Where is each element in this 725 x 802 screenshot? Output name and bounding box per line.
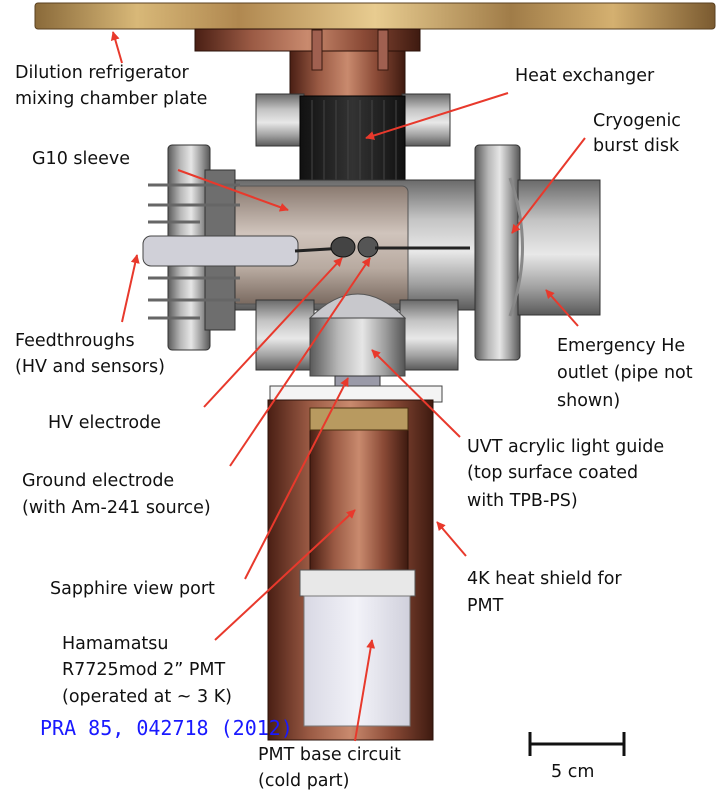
pmt-base-shape	[303, 595, 411, 727]
scale-bar	[528, 732, 626, 756]
label-pmt-line1: Hamamatsu	[62, 634, 169, 654]
label-light-guide-line3: with TPB-PS)	[467, 491, 578, 511]
arrow-mixing-plate	[110, 31, 123, 64]
label-heat-exchanger: Heat exchanger	[515, 66, 655, 86]
arrow-feedthroughs	[121, 254, 140, 323]
feedthrough-pins	[148, 183, 240, 320]
right-flange	[474, 144, 521, 361]
scale-bar-label: 5 cm	[551, 762, 595, 782]
label-heat-shield-line1: 4K heat shield for	[467, 569, 622, 589]
bottom-flange-right	[399, 299, 459, 371]
label-burst-disk-line1: Cryogenic	[593, 111, 681, 131]
arrow-hv-electrode	[203, 257, 343, 408]
pmt-ring	[309, 407, 409, 431]
mixing-chamber-plate	[34, 2, 716, 30]
reference-citation: PRA 85, 042718 (2012)	[40, 716, 293, 740]
arrow-light-guide	[371, 349, 461, 438]
label-emergency-line1: Emergency He	[557, 336, 686, 356]
label-ground-electrode-line1: Ground electrode	[22, 471, 175, 491]
bolt-left	[311, 29, 323, 71]
arrow-heat-exchanger	[365, 92, 509, 140]
label-ground-electrode-line2: (with Am-241 source)	[22, 498, 211, 518]
bottom-flange-left	[255, 299, 315, 371]
label-pmt-base-line2: (cold part)	[258, 771, 350, 791]
bolt-right	[377, 29, 389, 71]
label-light-guide-line1: UVT acrylic light guide	[467, 437, 665, 457]
label-mixing-plate-line1: Dilution refrigerator	[15, 63, 189, 83]
outlet-pipe	[517, 179, 601, 316]
heat-exchanger-fins	[311, 100, 397, 182]
annotation-arrows	[110, 31, 586, 742]
top-flange-left	[255, 93, 305, 147]
label-light-guide-line2: (top surface coated	[467, 463, 639, 483]
label-feedthroughs-line2: (HV and sensors)	[15, 357, 165, 377]
arrow-g10-sleeve	[177, 169, 289, 212]
label-pmt-line2: R7725mod 2” PMT	[62, 660, 226, 680]
label-feedthroughs-line1: Feedthroughs	[15, 331, 135, 351]
hv-feedthrough	[142, 235, 299, 267]
arrow-heat-shield	[436, 521, 467, 557]
arrow-emergency-he	[545, 289, 579, 327]
label-heat-shield-line2: PMT	[467, 596, 504, 616]
arrow-burst-disk	[511, 137, 586, 234]
hv-electrode-shape	[330, 236, 356, 258]
label-hv-electrode: HV electrode	[48, 413, 161, 433]
label-sapphire: Sapphire view port	[50, 579, 215, 599]
arrow-pmt	[214, 509, 356, 641]
arrow-pmt-base	[354, 639, 376, 742]
heat-exchanger-block	[299, 95, 406, 185]
label-pmt-base-line1: PMT base circuit	[258, 745, 401, 765]
pmt-tube	[309, 414, 409, 586]
label-emergency-line2: outlet (pipe not	[557, 363, 693, 383]
burst-disk-shape	[508, 177, 524, 317]
label-pmt-line3: (operated at ~ 3 K)	[62, 687, 233, 707]
label-mixing-plate-line2: mixing chamber plate	[15, 89, 208, 109]
label-burst-disk-line2: burst disk	[593, 136, 680, 156]
arrow-sapphire	[244, 377, 349, 580]
pmt-neck	[299, 569, 416, 597]
label-g10-sleeve: G10 sleeve	[32, 149, 131, 169]
arrow-ground-electrode	[229, 257, 371, 467]
label-emergency-line3: shown)	[557, 391, 621, 411]
